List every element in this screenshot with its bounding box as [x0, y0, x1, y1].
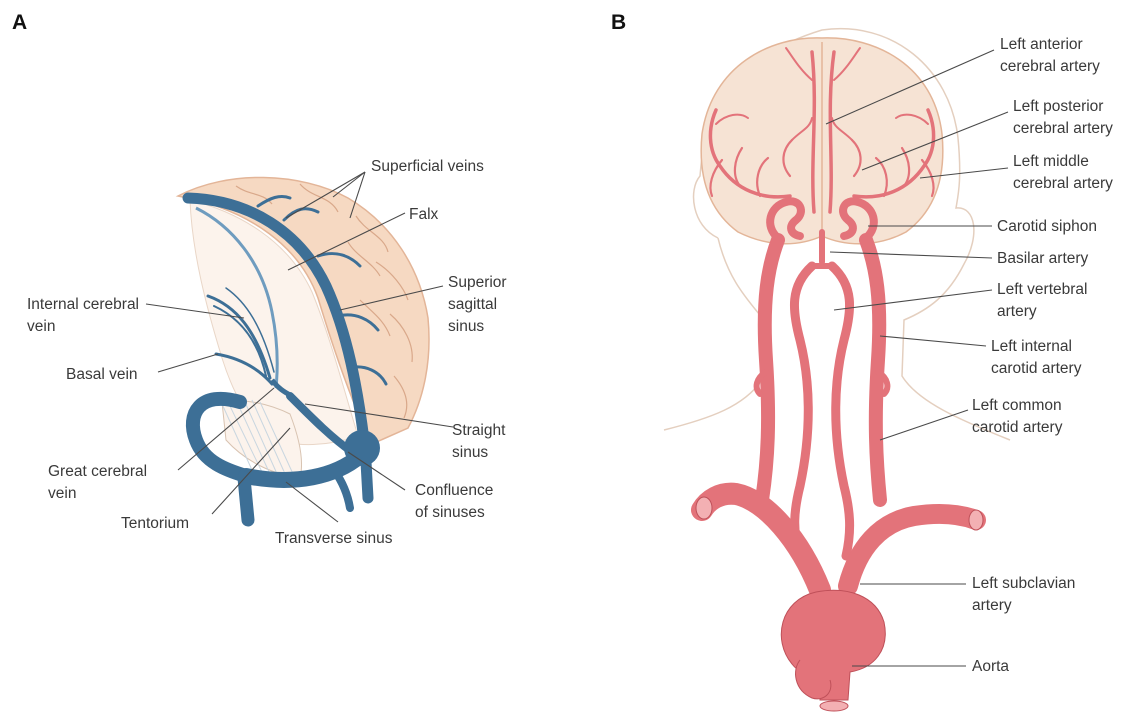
label-superficial-veins: Superficial veins: [371, 158, 484, 175]
label-left-middle-cerebral-artery-line2: cerebral artery: [1013, 175, 1113, 192]
label-left-subclavian-artery-line1: Left subclavian: [972, 575, 1075, 592]
label-left-internal-carotid-artery-line1: Left internal: [991, 338, 1072, 355]
right-vertebral-artery: [794, 266, 812, 556]
arterial-illustration: [664, 29, 1010, 711]
label-confluence-of-sinuses-line1: Confluence: [415, 482, 493, 499]
label-aorta: Aorta: [972, 658, 1009, 675]
sigmoid-branch: [334, 470, 350, 508]
label-tentorium: Tentorium: [121, 515, 189, 532]
label-internal-cerebral-vein-line2: vein: [27, 318, 55, 335]
jugular-vein-right: [366, 462, 368, 498]
label-left-internal-carotid-artery-line2: carotid artery: [991, 360, 1082, 377]
right-subclavian-cut: [696, 497, 712, 519]
left-subclavian-artery: [848, 514, 976, 586]
label-basilar-artery: Basilar artery: [997, 250, 1089, 267]
label-left-middle-cerebral-artery-line1: Left middle: [1013, 153, 1089, 170]
label-superior-sagittal-sinus-line3: sinus: [448, 318, 484, 335]
aortic-arch: [781, 590, 885, 700]
panel-b-letter: B: [611, 11, 626, 34]
label-left-common-carotid-artery-line2: carotid artery: [972, 419, 1063, 436]
left-subclavian-cut: [969, 510, 983, 530]
label-basal-vein: Basal vein: [66, 366, 138, 383]
label-left-anterior-cerebral-artery-line2: cerebral artery: [1000, 58, 1100, 75]
aorta-cut: [820, 701, 848, 711]
label-left-posterior-cerebral-artery-line1: Left posterior: [1013, 98, 1103, 115]
label-left-subclavian-artery-line2: artery: [972, 597, 1012, 614]
panel-b: B: [611, 11, 1113, 711]
label-falx: Falx: [409, 206, 439, 223]
panel-a: A: [12, 11, 507, 547]
label-left-common-carotid-artery-line1: Left common: [972, 397, 1062, 414]
label-left-vertebral-artery-line1: Left vertebral: [997, 281, 1087, 298]
jugular-vein-left: [244, 478, 248, 520]
label-superior-sagittal-sinus-line2: sagittal: [448, 296, 497, 313]
label-straight-sinus-line2: sinus: [452, 444, 488, 461]
label-left-vertebral-artery-line2: artery: [997, 303, 1037, 320]
label-great-cerebral-vein-line2: vein: [48, 485, 76, 502]
venous-sinus-illustration: [178, 177, 429, 520]
panel-b-labels: Left anterior cerebral artery Left poste…: [972, 36, 1113, 675]
label-internal-cerebral-vein-line1: Internal cerebral: [27, 296, 139, 313]
label-transverse-sinus: Transverse sinus: [275, 530, 393, 547]
label-confluence-of-sinuses-line2: of sinuses: [415, 504, 485, 521]
right-subclavian-artery: [702, 494, 820, 590]
label-left-anterior-cerebral-artery-line1: Left anterior: [1000, 36, 1083, 53]
label-superior-sagittal-sinus-line1: Superior: [448, 274, 507, 291]
label-great-cerebral-vein-line1: Great cerebral: [48, 463, 147, 480]
label-carotid-siphon: Carotid siphon: [997, 218, 1097, 235]
label-straight-sinus-line1: Straight: [452, 422, 506, 439]
panel-a-letter: A: [12, 11, 27, 34]
label-left-posterior-cerebral-artery-line2: cerebral artery: [1013, 120, 1113, 137]
